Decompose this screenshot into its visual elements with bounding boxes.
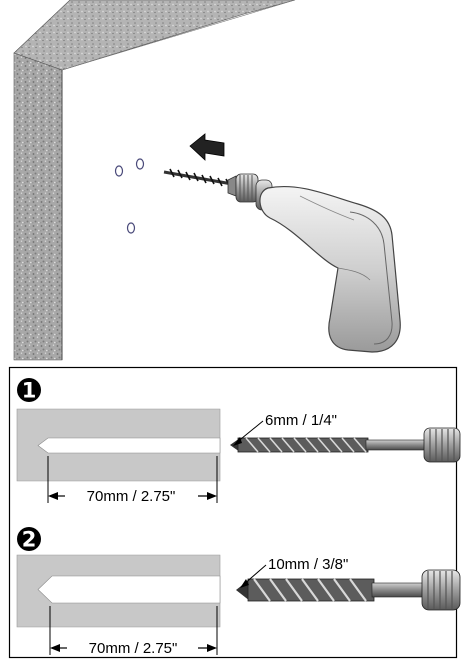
step-number: 2: [22, 528, 37, 552]
wall-top-face: [13, 0, 296, 71]
wall-front-face: [13, 52, 63, 361]
bit-size-label: 10mm / 3/8": [268, 556, 348, 573]
depth-dimension: 70mm / 2.75": [49, 606, 218, 657]
chuck-icon: [423, 427, 461, 463]
depth-label: 70mm / 2.75": [87, 488, 176, 505]
wall-illustration: [13, 0, 296, 361]
chuck-icon: [421, 569, 461, 611]
arrow-left-icon: [189, 133, 225, 161]
step-number-badge: 2: [17, 527, 41, 552]
drill-bit-icon: [230, 437, 427, 453]
hole: [126, 222, 136, 234]
drill-bit-icon: [236, 578, 425, 602]
drill-body: [259, 185, 401, 353]
step-2: 2 70mm / 2.75" 10mm / 3/8": [16, 527, 461, 657]
hole: [114, 165, 124, 177]
drill-bit-icon: [163, 168, 233, 188]
bit-size-label: 6mm / 1/4": [265, 412, 337, 429]
depth-dimension: 70mm / 2.75": [47, 456, 218, 505]
drill-icon: [163, 168, 401, 353]
drilled-hole: [37, 575, 221, 604]
drill-holes: [114, 158, 145, 234]
hole: [135, 158, 145, 170]
step-number-badge: 1: [17, 378, 41, 403]
step-1: 1 70mm / 2.75" 6mm / 1/4": [16, 378, 461, 505]
depth-label: 70mm / 2.75": [89, 640, 178, 657]
drilled-hole: [37, 437, 221, 454]
step-number: 1: [22, 379, 37, 403]
